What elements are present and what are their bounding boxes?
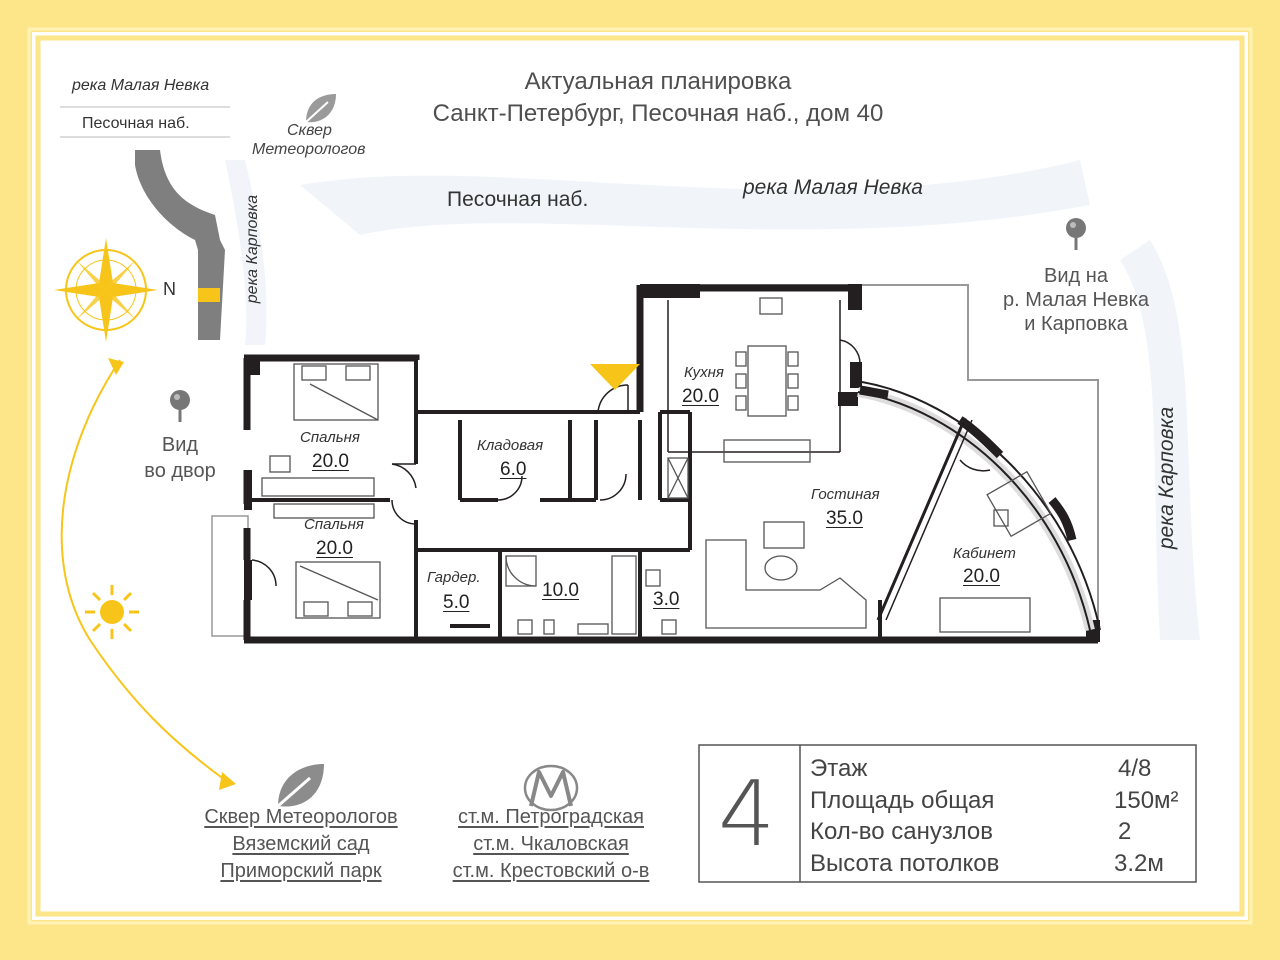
compass-icon [54, 238, 158, 342]
metro-link[interactable]: ст.м. Чкаловская [473, 833, 629, 855]
compass-north-label: N [163, 279, 176, 299]
room-area: 6.0 [500, 459, 527, 480]
info-value: 150м² [1114, 787, 1179, 814]
info-label: Этаж [810, 755, 868, 782]
mini-map-river-label: река Малая Невка [72, 77, 210, 94]
room-area: 5.0 [443, 592, 470, 613]
street-main-label: Песочная наб. [447, 188, 589, 211]
river-karpovka-right-label: река Карповка [1155, 406, 1179, 550]
view-river-line1: Вид на [1044, 265, 1108, 287]
info-box [698, 744, 1197, 883]
room-area: 20.0 [682, 386, 719, 407]
park-link[interactable]: Вяземский сад [232, 833, 370, 855]
view-courtyard-line2: во двор [144, 460, 216, 482]
view-river-line3: и Карповка [1024, 313, 1128, 335]
metro-link[interactable]: ст.м. Петроградская [458, 806, 644, 828]
room-name: Кухня [684, 364, 724, 381]
room-area: 20.0 [963, 566, 1000, 587]
page-title-line1: Актуальная планировка [524, 68, 792, 95]
info-label: Площадь общая [810, 787, 995, 814]
river-band-top [300, 160, 1090, 235]
view-river-line2: р. Малая Невка [1003, 289, 1149, 311]
room-name: Гостиная [811, 486, 880, 503]
floor-plan [211, 284, 1101, 644]
river-karpovka-left-label: река Карповка [244, 194, 262, 304]
pin-icon [1066, 218, 1086, 250]
room-area: 20.0 [316, 538, 353, 559]
room-name: Спальня [304, 516, 364, 533]
info-label: Кол-во санузлов [810, 818, 993, 845]
entrance-marker-icon [590, 364, 640, 390]
room-area: 20.0 [312, 451, 349, 472]
park-link[interactable]: Приморский парк [220, 860, 382, 882]
room-name: Спальня [300, 429, 360, 446]
info-value: 2 [1118, 818, 1132, 845]
metro-icon [523, 764, 579, 812]
pin-icon [170, 390, 190, 422]
park-link[interactable]: Сквер Метеорологов [204, 806, 398, 828]
info-value: 4/8 [1118, 755, 1152, 782]
mini-map-street-label: Песочная наб. [82, 115, 190, 132]
park-label-line1: Сквер [287, 122, 332, 139]
river-band-right [1120, 240, 1200, 640]
room-name: Кабинет [953, 545, 1016, 562]
sun-path-arc [60, 359, 226, 781]
sun-icon [85, 585, 139, 639]
room-name: Кладовая [477, 437, 544, 454]
inner-border [35, 35, 1245, 917]
room-area: 10.0 [542, 580, 579, 601]
leaf-icon [305, 94, 336, 123]
metro-link[interactable]: ст.м. Крестовский о-в [452, 860, 650, 882]
arrow-marker-icon [108, 358, 124, 375]
info-value: 3.2м [1114, 850, 1164, 877]
leaf-icon [277, 764, 324, 808]
rooms-count: 4 [718, 762, 776, 867]
view-courtyard-line1: Вид [161, 434, 199, 456]
river-malaya-nevka-label: река Малая Невка [743, 176, 923, 199]
room-area: 35.0 [826, 508, 863, 529]
park-label-line2: Метеорологов [252, 141, 366, 158]
room-name: Гардер. [427, 569, 481, 586]
room-area: 3.0 [653, 589, 680, 610]
info-label: Высота потолков [810, 850, 1000, 877]
page-title-line2: Санкт-Петербург, Песочная наб., дом 40 [432, 100, 884, 127]
